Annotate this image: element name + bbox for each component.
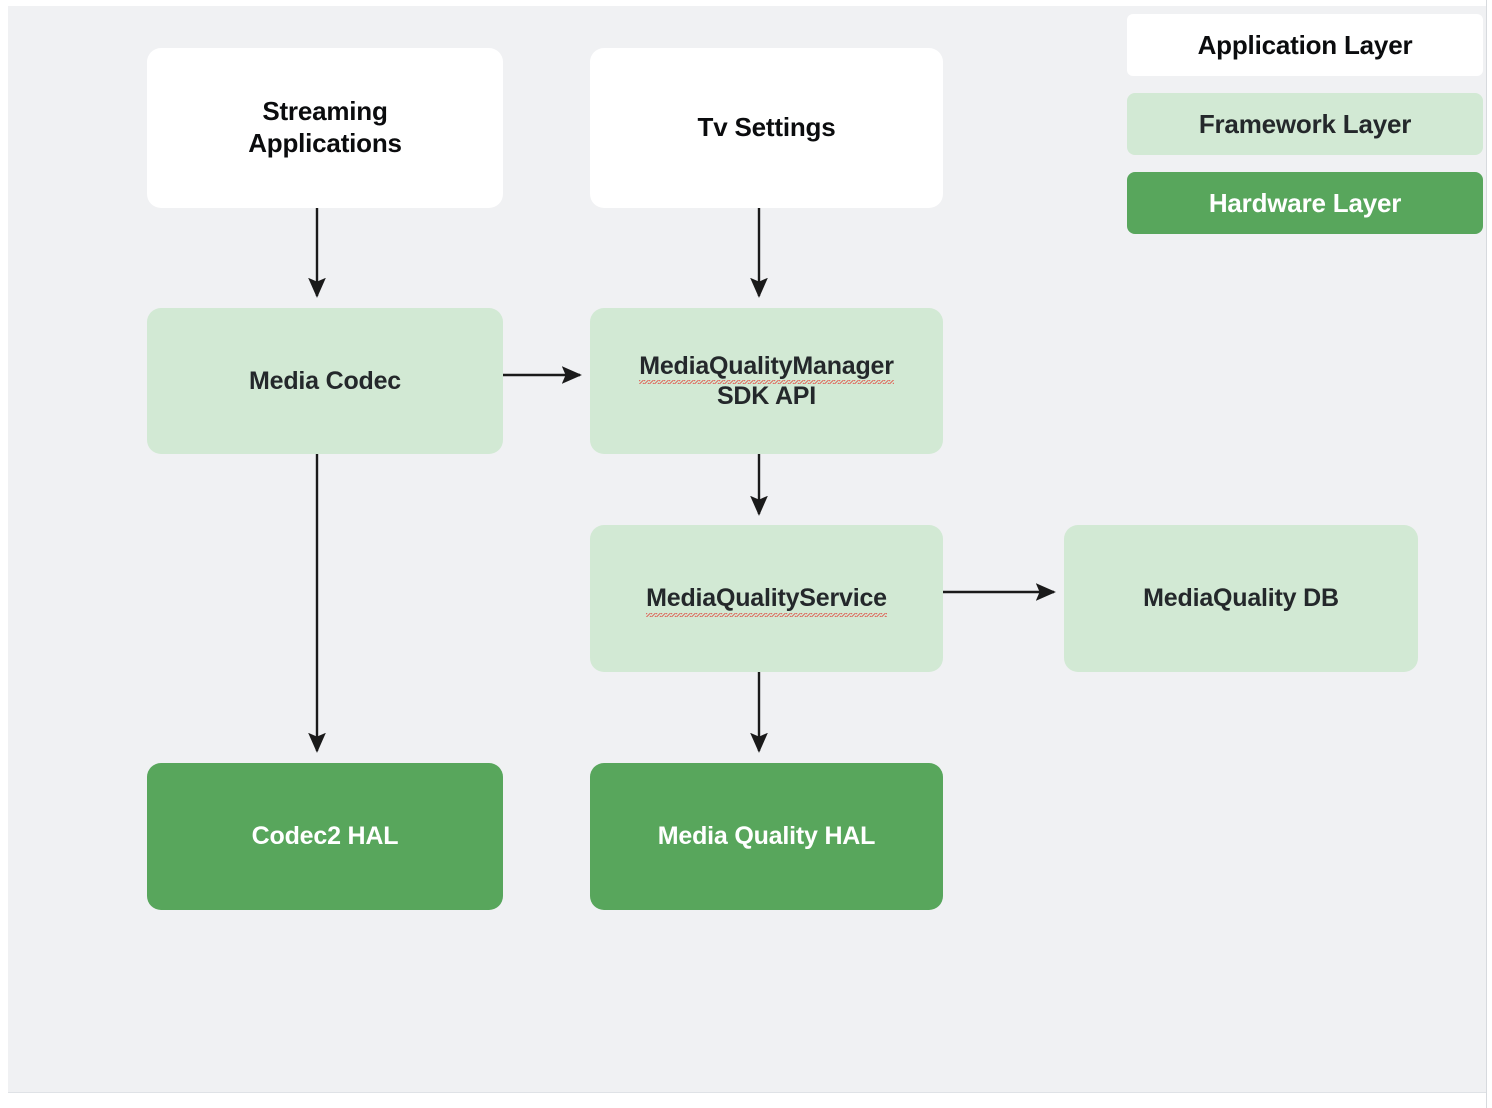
node-mediaqualityservice[interactable]: MediaQualityService [590,525,943,672]
node-label-line: MediaQualityService [600,583,933,617]
node-label-line: Applications [248,128,402,158]
legend-label: Hardware Layer [1208,187,1402,218]
node-label-line: SDK API [716,382,817,410]
node-label-line: Codec2 HAL [251,822,399,851]
node-codec2-hal[interactable]: Codec2 HAL [147,763,503,910]
node-label-line: Media Codec [249,366,401,395]
legend-label: Application Layer [1197,29,1413,60]
spellcheck-underlined-text: MediaQualityService [646,584,887,617]
legend-item-hardware-layer: Hardware Layer [1127,172,1483,234]
legend-item-framework-layer: Framework Layer [1127,93,1483,155]
diagram-canvas: Streaming Applications Tv Settings Media… [8,6,1486,1092]
node-tv-settings[interactable]: Tv Settings [590,48,943,208]
canvas-right-border [1486,0,1487,1108]
legend: Application Layer Framework Layer Hardwa… [1127,14,1483,251]
canvas-bottom-border [8,1092,1486,1093]
node-mediaqualitymanager-sdk-api[interactable]: MediaQualityManager SDK API [590,308,943,454]
spellcheck-underlined-text: MediaQualityManager [639,351,894,384]
node-streaming-applications[interactable]: Streaming Applications [147,48,503,208]
node-media-quality-hal[interactable]: Media Quality HAL [590,763,943,910]
node-label-line: Tv Settings [697,112,836,143]
legend-item-application-layer: Application Layer [1127,14,1483,76]
node-label-line: Streaming [262,96,388,127]
node-media-codec[interactable]: Media Codec [147,308,503,454]
node-mediaquality-db[interactable]: MediaQuality DB [1064,525,1418,672]
node-label-line: MediaQualityManager [600,351,933,384]
legend-label: Framework Layer [1198,108,1412,139]
node-label-line: Media Quality HAL [657,822,876,851]
node-label-line: MediaQuality DB [1143,584,1339,613]
